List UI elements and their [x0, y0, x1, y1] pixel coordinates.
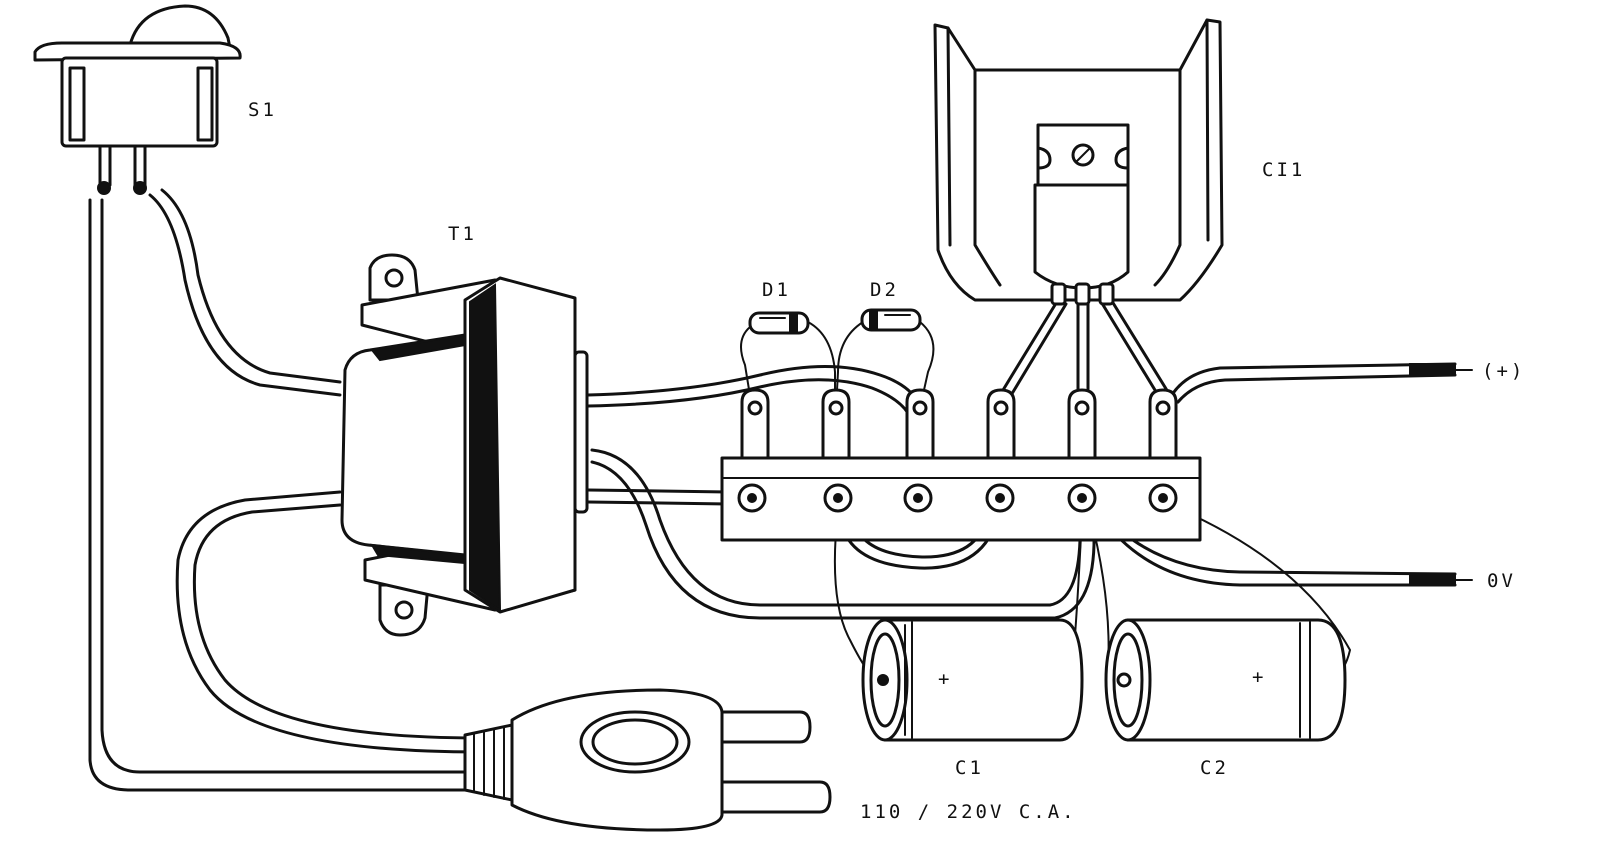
label-c1-plus: + — [938, 668, 952, 690]
d2-lead-right — [919, 321, 935, 409]
d1-lead-right — [807, 321, 836, 409]
d1-lead-left — [740, 326, 753, 409]
label-c2: C2 — [1200, 757, 1229, 779]
switch-to-t1-wire-b — [160, 188, 342, 384]
label-d2: D2 — [870, 279, 899, 301]
t1-secondary-ground-wire — [590, 448, 1084, 607]
switch-body — [60, 56, 219, 148]
label-ci1: CI1 — [1262, 159, 1305, 181]
switch-rocker — [128, 4, 232, 50]
terminal-strip-bar — [720, 456, 1202, 542]
plug-prong-bottom — [720, 780, 832, 814]
label-s1: S1 — [248, 99, 277, 121]
switch-body-tab-right — [196, 66, 214, 142]
labels: S1 T1 D1 D2 CI1 C1 C2 + + (+) 0V 110 / 2… — [248, 99, 1525, 823]
screw-1 — [737, 483, 767, 513]
diode-d2 — [860, 308, 922, 332]
label-t1: T1 — [448, 223, 477, 245]
capacitor-c2 — [1104, 618, 1347, 742]
t1-coil — [340, 333, 467, 557]
switch-s1 — [33, 4, 242, 195]
plug-to-t1-wire — [175, 490, 482, 754]
screw-6 — [1148, 483, 1178, 513]
transformer-t1 — [340, 253, 589, 637]
label-c1: C1 — [955, 757, 984, 779]
label-d1: D1 — [762, 279, 791, 301]
t1-mount-top-hole — [384, 268, 404, 288]
mains-wire-left-outer — [88, 198, 482, 792]
lug-3 — [905, 388, 935, 462]
screw-2 — [823, 483, 853, 513]
switch-body-tab-left — [68, 66, 86, 142]
t1-secondary-mid-wire — [586, 488, 730, 494]
t1-secondary-top-wire — [586, 365, 922, 407]
mains-plug — [463, 688, 832, 832]
out-positive-wire-tip — [1409, 363, 1456, 376]
switch-flange — [33, 41, 242, 62]
screw-3 — [903, 483, 933, 513]
screw-4 — [985, 483, 1015, 513]
switch-solder-left — [97, 181, 111, 195]
t1-wire-boss-right — [573, 350, 589, 514]
t1-secondary-mid-wire-b — [586, 500, 730, 506]
switch-to-t1-wire — [148, 193, 342, 397]
switch-solder-right — [133, 181, 147, 195]
mains-wire-left-inner — [100, 198, 482, 774]
ci1-lead-right — [1098, 298, 1160, 397]
label-c2-plus: + — [1252, 666, 1266, 688]
ci1-lead-left-b — [1008, 302, 1068, 399]
terminal-strip — [720, 388, 1202, 542]
ci1-lead-right-b — [1108, 296, 1170, 394]
screw-5 — [1067, 483, 1097, 513]
t1-core-shade — [469, 283, 502, 612]
diode-d1 — [748, 311, 810, 335]
lug-6 — [1148, 388, 1178, 462]
out-zero-wire-tip — [1409, 573, 1456, 586]
label-out-zero: 0V — [1487, 570, 1516, 592]
t1-secondary-top-wire-b — [586, 378, 910, 415]
ci1-lead-left — [998, 298, 1060, 397]
t1-secondary-ground-wire-b — [590, 460, 1096, 620]
ci1-body — [1033, 183, 1130, 290]
label-out-positive: (+) — [1482, 360, 1525, 382]
heatsink-right-fin — [1205, 18, 1210, 242]
plug-to-t1-wire-b — [192, 503, 482, 740]
lug-1 — [740, 388, 770, 462]
label-mains: 110 / 220V C.A. — [860, 801, 1077, 823]
lug-4 — [986, 388, 1016, 462]
t1-mount-bottom-hole — [394, 600, 414, 620]
ci1-screw — [1071, 143, 1095, 167]
d2-lead-left — [835, 321, 864, 409]
lug-2 — [821, 388, 851, 462]
capacitor-c1 — [861, 618, 1084, 742]
lug-5 — [1067, 388, 1097, 462]
out-positive-wire-b — [1176, 373, 1457, 404]
switch-pin-left — [98, 144, 112, 187]
heatsink-inner — [973, 68, 1182, 287]
switch-pin-right — [133, 144, 147, 187]
plug-prong-top — [720, 710, 812, 744]
regulator-ci1 — [933, 18, 1224, 306]
heatsink-left-fin — [946, 26, 952, 247]
